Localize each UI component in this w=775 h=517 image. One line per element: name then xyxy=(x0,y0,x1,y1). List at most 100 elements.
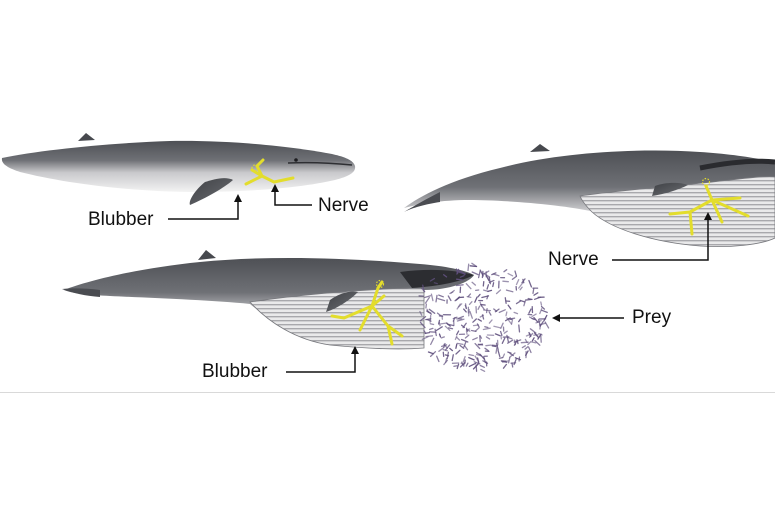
prey-item xyxy=(527,346,532,354)
prey-item xyxy=(474,342,481,350)
prey-item xyxy=(462,322,467,329)
prey-item xyxy=(470,329,477,333)
prey-item xyxy=(485,274,490,282)
prey-item xyxy=(464,334,470,339)
prey-item xyxy=(449,347,454,352)
prey-item xyxy=(519,299,526,303)
prey-item xyxy=(459,275,465,278)
prey-item xyxy=(456,336,461,341)
leader-blubber-top xyxy=(168,194,242,220)
label-prey: Prey xyxy=(632,307,672,328)
leader-nerve-top xyxy=(271,184,312,206)
prey-item xyxy=(447,295,452,302)
prey-item xyxy=(519,286,523,291)
prey-item xyxy=(485,336,491,340)
prey-item xyxy=(540,301,543,306)
prey-item xyxy=(455,296,461,301)
whale-feeding-dorsal-fin xyxy=(198,250,216,260)
prey-item xyxy=(488,279,495,284)
label-nerve-right: Nerve xyxy=(548,249,599,270)
prey-item xyxy=(447,327,454,330)
prey-item xyxy=(537,319,541,327)
prey-item xyxy=(513,358,517,366)
prey-item xyxy=(505,311,508,317)
prey-item xyxy=(421,336,429,341)
prey-item xyxy=(544,321,550,329)
prey-item xyxy=(419,321,426,329)
prey-item xyxy=(524,346,529,350)
prey-item xyxy=(532,287,535,294)
prey-item xyxy=(465,283,472,290)
prey-item xyxy=(482,327,491,331)
prey-item xyxy=(477,343,484,346)
prey-item xyxy=(437,297,446,302)
leader-blubber-bottom xyxy=(286,346,359,373)
prey-item xyxy=(507,272,514,277)
prey-item xyxy=(465,330,468,336)
prey-item xyxy=(500,322,504,329)
prey-item xyxy=(444,354,450,357)
prey-item xyxy=(528,316,535,321)
prey-item xyxy=(495,289,502,295)
prey-item xyxy=(495,342,499,351)
prey-item xyxy=(433,282,438,285)
whale-resting-eye xyxy=(294,158,298,162)
prey-item xyxy=(506,336,513,340)
whale-resting-mouth-line xyxy=(287,161,353,166)
nerve-bottom xyxy=(330,280,404,346)
prey-item xyxy=(440,322,448,325)
prey-item xyxy=(540,305,546,310)
prey-item xyxy=(543,314,548,322)
label-nerve-top: Nerve xyxy=(318,195,369,216)
prey-item xyxy=(474,327,480,332)
prey-item xyxy=(451,354,454,362)
prey-item xyxy=(529,328,537,334)
prey-item xyxy=(533,316,539,323)
leader-lines xyxy=(168,184,712,373)
prey-item xyxy=(444,344,451,351)
prey-item xyxy=(460,338,469,343)
label-blubber-top: Blubber xyxy=(88,209,154,230)
prey-item xyxy=(477,293,481,298)
prey-item xyxy=(518,324,521,333)
prey-item xyxy=(455,278,464,281)
prey-item xyxy=(422,284,425,293)
prey-item xyxy=(528,308,532,314)
prey-item xyxy=(438,321,441,327)
prey-item xyxy=(477,318,482,322)
prey-item xyxy=(507,356,511,364)
prey-item xyxy=(429,323,435,326)
prey-item xyxy=(528,279,533,288)
prey-item xyxy=(518,281,524,289)
prey-item xyxy=(492,282,495,288)
prey-item xyxy=(480,303,485,311)
prey-item xyxy=(515,279,520,286)
prey-item xyxy=(465,327,469,332)
prey-item xyxy=(537,333,542,340)
prey-item xyxy=(513,311,519,315)
prey-item xyxy=(435,294,438,303)
prey-item xyxy=(497,349,501,358)
prey-item xyxy=(419,315,427,322)
prey-item xyxy=(504,297,507,304)
prey-item xyxy=(457,303,463,308)
whale-engulfing-jaw xyxy=(699,158,775,171)
whale-resting-body xyxy=(1,140,356,192)
prey-item xyxy=(430,293,434,302)
prey-item xyxy=(466,295,472,299)
whale-resting-flipper xyxy=(189,178,233,205)
prey-item xyxy=(506,317,512,325)
prey-item xyxy=(443,274,448,278)
prey-item xyxy=(477,270,481,279)
prey-item xyxy=(481,295,490,299)
prey-item xyxy=(427,351,434,355)
prey-item xyxy=(429,277,436,282)
whale-feeding-throat-pouch xyxy=(249,287,425,350)
prey-item xyxy=(424,331,431,334)
prey-item xyxy=(510,318,514,326)
prey-item xyxy=(425,318,432,321)
prey-item xyxy=(436,312,442,317)
prey-item xyxy=(525,333,532,337)
prey-item xyxy=(456,363,460,370)
